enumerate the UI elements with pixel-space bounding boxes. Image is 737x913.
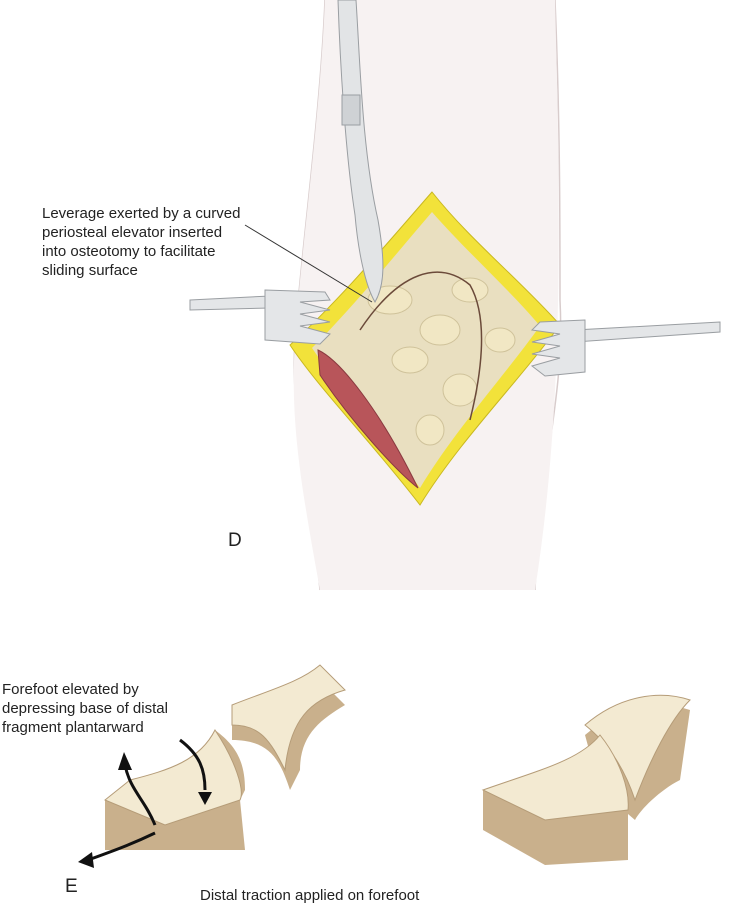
distal-fragment-left (104, 729, 245, 850)
panel-e-label: E (65, 876, 78, 897)
osteotomy-line (359, 271, 483, 421)
elevator-handle-band (341, 94, 361, 126)
annotation-leader (244, 224, 373, 303)
left-retractor (189, 289, 331, 345)
periosteal-elevator (337, 0, 384, 303)
panel-d-label: D (228, 530, 242, 551)
right-retractor (530, 319, 721, 377)
distal-traction-annotation: Distal traction applied on forefoot (200, 887, 420, 904)
forefoot-elevated-annotation: Forefoot elevated by depressing base of … (2, 681, 168, 736)
proximal-fragment-left (231, 664, 346, 790)
leverage-annotation: Leverage exerted by a curved periosteal … (42, 205, 241, 279)
assembled-fragments-right (481, 694, 691, 865)
bone-fragments (367, 277, 516, 446)
arrow-heads (78, 752, 212, 868)
muscle (317, 349, 419, 489)
arrows (87, 738, 207, 862)
